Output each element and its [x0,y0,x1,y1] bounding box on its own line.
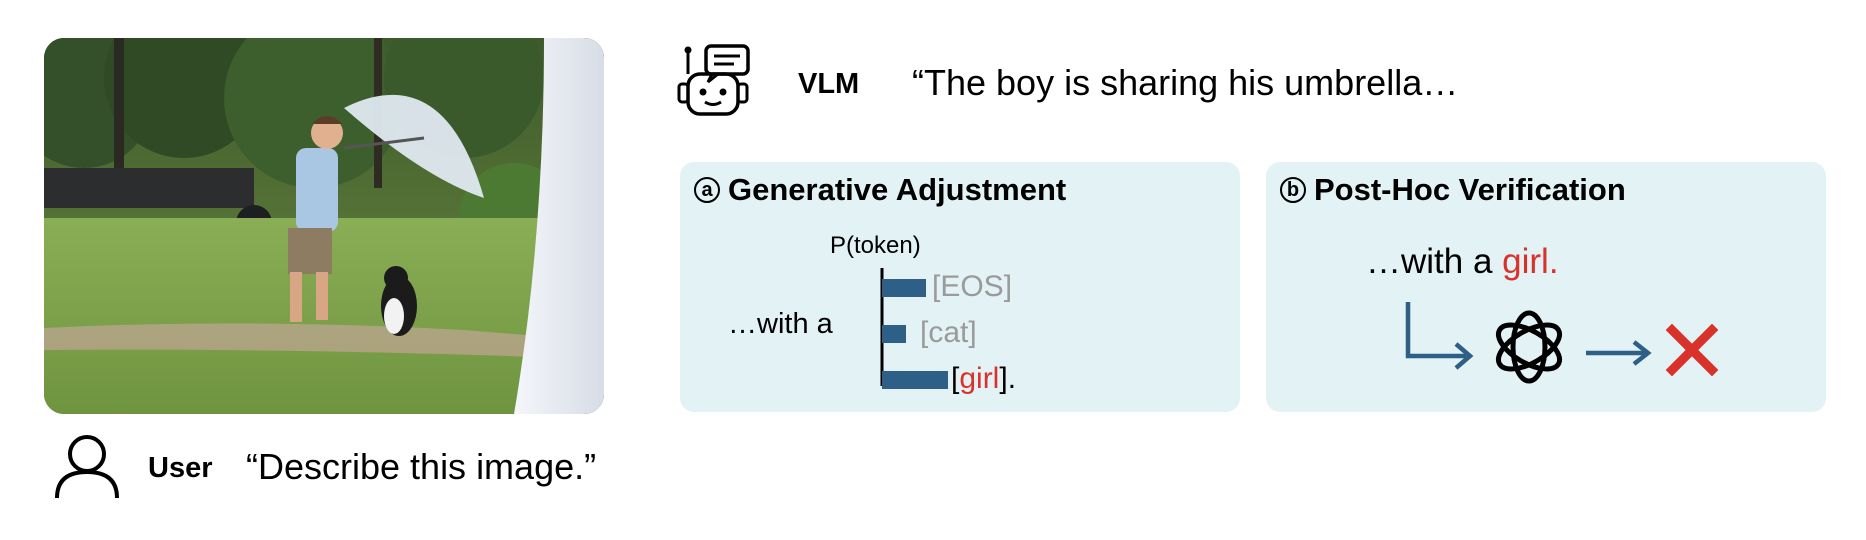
panel-b-sentence: …with a girl. [1366,242,1559,282]
vlm-label: VLM [798,68,860,100]
panel-a-marker: a [694,177,720,203]
panel-a-prefix: …with a [728,308,833,340]
red-x-icon [1666,324,1718,376]
right-arrow-icon [1586,340,1652,366]
post-hoc-verification-panel: b Post-Hoc Verification …with a girl. [1266,162,1826,412]
user-label: User [148,452,213,484]
prob-bar-0 [882,279,926,297]
panel-a-title: a Generative Adjustment [694,172,1066,208]
robot-icon [676,44,752,118]
person-icon [54,434,120,500]
panel-b-title-text: Post-Hoc Verification [1314,172,1626,207]
token-eos: [EOS] [932,270,1013,303]
token-girl-close: ]. [999,362,1017,395]
vlm-response: “The boy is sharing his umbrella… [912,62,1459,103]
panel-b-title: b Post-Hoc Verification [1280,172,1626,208]
panel-b-marker: b [1280,177,1306,203]
token-girl: [girl]. [951,362,1016,396]
panel-b-word: girl. [1502,242,1559,281]
panel-b-prefix: …with a [1366,242,1503,281]
user-prompt: “Describe this image.” [246,446,597,487]
input-photo [44,38,604,414]
prob-bar-1 [882,325,906,343]
token-probability-bars [880,268,948,389]
token-cat: [cat] [920,316,977,349]
panel-a-title-text: Generative Adjustment [728,172,1067,207]
prob-bar-2 [882,371,948,389]
elbow-arrow-icon [1405,302,1474,370]
token-girl-open: [ [951,362,960,395]
openai-logo-icon [1495,310,1563,384]
generative-adjustment-panel: a Generative Adjustment P(token) …with a… [680,162,1240,412]
token-girl-word: girl [959,362,1000,395]
probability-axis-label: P(token) [830,232,921,259]
